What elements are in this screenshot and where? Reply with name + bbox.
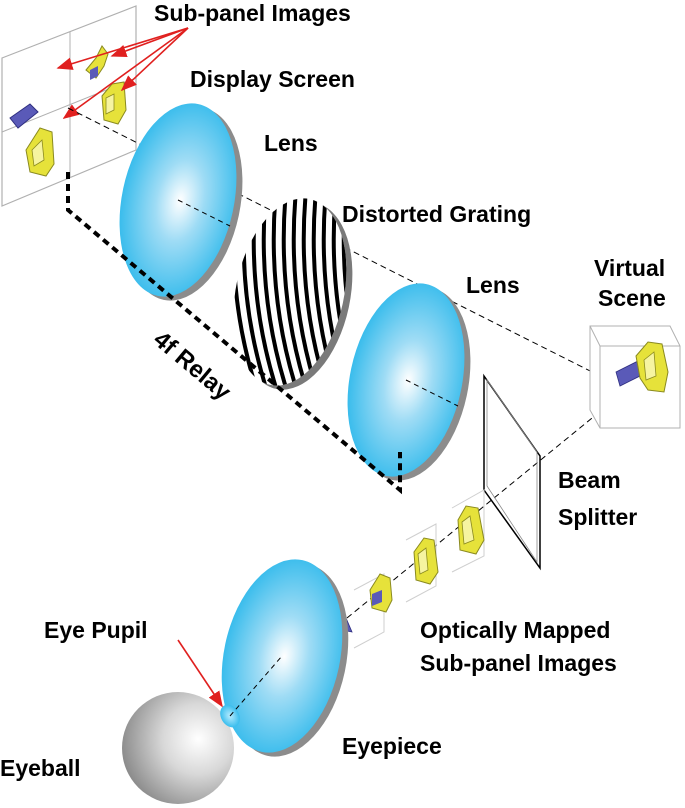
lens-1-label: Lens bbox=[264, 130, 318, 156]
optically-mapped-label-line1: Optically Mapped bbox=[420, 617, 610, 643]
eyeball bbox=[122, 692, 234, 804]
display-screen-label: Display Screen bbox=[190, 66, 355, 92]
eyepiece-label: Eyepiece bbox=[342, 733, 442, 759]
eye-pupil-label: Eye Pupil bbox=[44, 617, 148, 643]
mapped-image-yellow-object-3 bbox=[457, 505, 485, 555]
beam-splitter-label-line1: Beam bbox=[558, 467, 621, 493]
lens-2 bbox=[347, 283, 471, 481]
lens-1 bbox=[119, 103, 243, 301]
sub-panel-image-yellow-object-right bbox=[101, 81, 127, 125]
virtual-scene bbox=[589, 325, 681, 429]
eye-axis bbox=[229, 655, 283, 717]
sub-panel-arrows bbox=[56, 27, 189, 119]
sub-panel-images-label: Sub-panel Images bbox=[154, 0, 351, 26]
distorted-grating-label: Distorted Grating bbox=[342, 201, 531, 227]
virtual-scene-label-line2: Scene bbox=[598, 285, 666, 311]
beam-splitter bbox=[483, 373, 541, 571]
sub-panel-image-yellow-object-left bbox=[25, 127, 55, 177]
relay-label: 4f Relay bbox=[148, 326, 236, 406]
mapped-image-yellow-object-2 bbox=[413, 537, 439, 585]
virtual-scene-label-line1: Virtual bbox=[594, 255, 665, 281]
eye-pupil-arrow bbox=[177, 639, 223, 708]
optically-mapped-label-line2: Sub-panel Images bbox=[420, 650, 617, 676]
relay-bracket bbox=[66, 172, 402, 495]
beam-splitter-label-line2: Splitter bbox=[558, 504, 637, 530]
lens-2-label: Lens bbox=[466, 272, 520, 298]
sub-panel-image-blue-object bbox=[9, 103, 39, 129]
eyepiece-lens bbox=[221, 559, 349, 757]
mapped-image-yellow-object-1 bbox=[369, 573, 393, 613]
eyeball-label: Eyeball bbox=[0, 755, 81, 781]
